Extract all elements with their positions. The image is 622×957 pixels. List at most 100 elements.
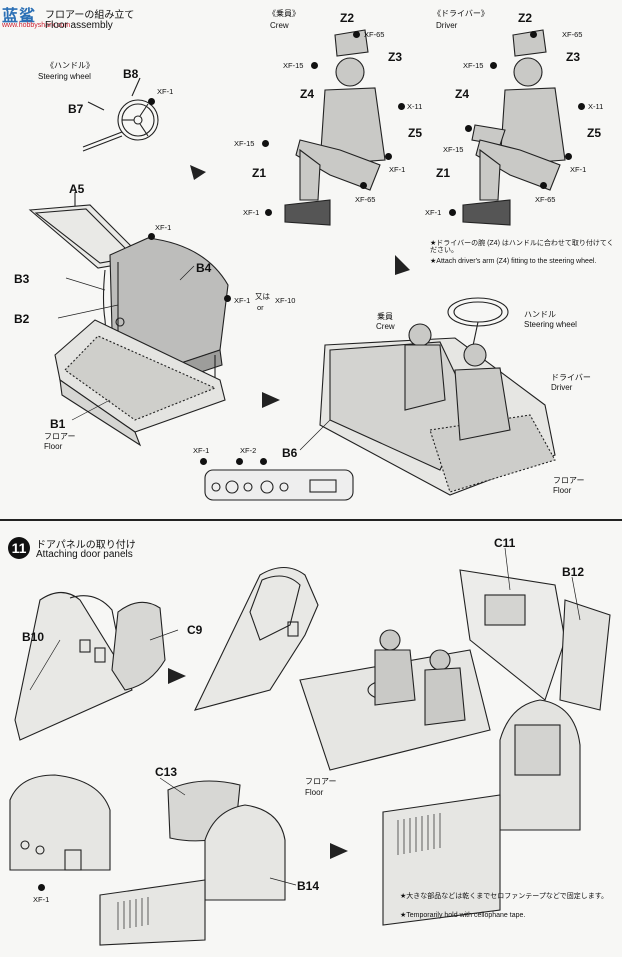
paint-xf65: XF-65	[355, 195, 376, 204]
part-label-z2: Z2	[340, 11, 355, 25]
watermark-site: www.hobbyshark.com	[2, 22, 71, 29]
paint-marker-icon	[311, 62, 318, 69]
paint-marker-icon	[260, 458, 267, 465]
paint-xf65: XF-65	[364, 30, 385, 39]
driver-header-en: Driver	[436, 21, 458, 30]
part-label-b1: B1	[50, 417, 66, 431]
paint-marker-icon	[360, 182, 367, 189]
driver-arm-note-en: ★Attach driver's arm (Z4) fitting to the…	[430, 258, 597, 265]
part-label-a5: A5	[69, 182, 85, 196]
driver-figure	[462, 29, 566, 226]
paint-marker-icon	[449, 209, 456, 216]
or-en: or	[257, 303, 264, 312]
assembly-wheel-en: Steering wheel	[524, 320, 577, 329]
step10-title-jp: フロアーの組み立て	[45, 10, 135, 21]
steering-wheel-part	[82, 77, 159, 152]
paint-marker-icon	[148, 233, 155, 240]
paint-xf15: XF-15	[283, 61, 304, 70]
part-label-z5: Z5	[587, 126, 602, 140]
paint-marker-icon	[385, 153, 392, 160]
assembly-wheel-jp: ハンドル	[524, 310, 556, 319]
driver-arm-note-jp: ★ドライバーの腕 (Z4) はハンドルに合わせて取り付けてください。	[430, 240, 614, 255]
paint-marker-icon	[224, 295, 231, 302]
paint-marker-icon	[398, 103, 405, 110]
paint-xf15: XF-15	[234, 139, 255, 148]
paint-marker-icon	[565, 153, 572, 160]
assembly-floor-jp: フロアー	[553, 476, 585, 485]
paint-xf65: XF-65	[562, 30, 583, 39]
part-label-c13: C13	[155, 765, 178, 779]
paint-xf15: XF-15	[443, 145, 464, 154]
assembly-driver-en: Driver	[551, 383, 573, 392]
floor-label-jp: フロアー	[44, 432, 76, 441]
part-label-b12: B12	[562, 565, 585, 579]
part-label-c11: C11	[494, 536, 516, 550]
paint-marker-icon	[490, 62, 497, 69]
paint-marker-icon	[530, 31, 537, 38]
floor-assembly	[319, 297, 556, 496]
part-label-z1: Z1	[252, 166, 267, 180]
arrow-icon	[168, 668, 186, 684]
paint-xf1: XF-1	[33, 895, 50, 904]
part-label-z5: Z5	[408, 126, 423, 140]
part-label-z1: Z1	[436, 166, 451, 180]
arrow-icon	[395, 255, 410, 275]
cab-assembly	[299, 569, 611, 926]
paint-marker-icon	[265, 209, 272, 216]
part-label-z2: Z2	[518, 11, 533, 25]
door-center-part	[193, 566, 319, 711]
paint-xf1: XF-1	[157, 87, 174, 96]
assembly-crew-en: Crew	[376, 322, 395, 331]
paint-xf1: XF-1	[234, 296, 251, 305]
part-label-b2: B2	[14, 312, 30, 326]
crew-figure	[284, 29, 386, 226]
step11-title-jp: ドアパネルの取り付け	[36, 540, 136, 551]
paint-x11: X-11	[407, 102, 423, 111]
paint-xf1: XF-1	[243, 208, 260, 217]
door-lower-left	[9, 774, 111, 871]
paint-xf1: XF-1	[570, 165, 587, 174]
paint-marker-icon	[200, 458, 207, 465]
driver-header-jp: 《ドライバー》	[433, 9, 489, 18]
paint-xf1: XF-1	[425, 208, 442, 217]
part-label-z4: Z4	[455, 87, 470, 101]
arrow-icon	[190, 165, 206, 180]
paint-xf1: XF-1	[193, 446, 210, 455]
paint-xf15: XF-15	[463, 61, 484, 70]
step10-title-en: Floor assembly	[45, 20, 113, 31]
part-label-b6: B6	[282, 446, 298, 460]
part-label-z3: Z3	[388, 50, 403, 64]
paint-xf1: XF-1	[155, 223, 172, 232]
part-label-b10: B10	[22, 630, 45, 644]
tape-note-jp: ★大きな部品などは乾くまでセロファンテープなどで固定します。	[400, 893, 609, 900]
arrow-icon	[330, 843, 348, 859]
part-label-b7: B7	[68, 102, 84, 116]
paint-x11: X-11	[588, 102, 604, 111]
paint-xf2: XF-2	[240, 446, 257, 455]
floor-part	[54, 319, 226, 447]
paint-marker-icon	[540, 182, 547, 189]
paint-marker-icon	[578, 103, 585, 110]
b14-door	[99, 804, 286, 946]
paint-marker-icon	[236, 458, 243, 465]
paint-marker-icon	[148, 98, 155, 105]
step11-title-en: Attaching door panels	[36, 549, 133, 560]
assembly-driver-jp: ドライバー	[551, 373, 591, 382]
assembly-floor-en: Floor	[553, 486, 572, 495]
step11-floor-jp: フロアー	[305, 777, 337, 786]
part-label-b14: B14	[297, 879, 320, 893]
part-label-b3: B3	[14, 272, 30, 286]
assembly-crew-jp: 乗員	[377, 312, 393, 321]
or-jp: 又は	[255, 292, 270, 301]
screws-row	[204, 469, 354, 501]
part-label-z3: Z3	[566, 50, 581, 64]
paint-marker-icon	[353, 31, 360, 38]
step-number-badge: 11	[8, 537, 30, 559]
paint-marker-icon	[465, 125, 472, 132]
step11-floor-en: Floor	[305, 788, 324, 797]
steering-header-en: Steering wheel	[38, 72, 91, 81]
watermark-logo-text: 蓝鲨	[2, 8, 37, 25]
paint-marker-icon	[38, 884, 45, 891]
part-label-b4: B4	[196, 261, 212, 275]
